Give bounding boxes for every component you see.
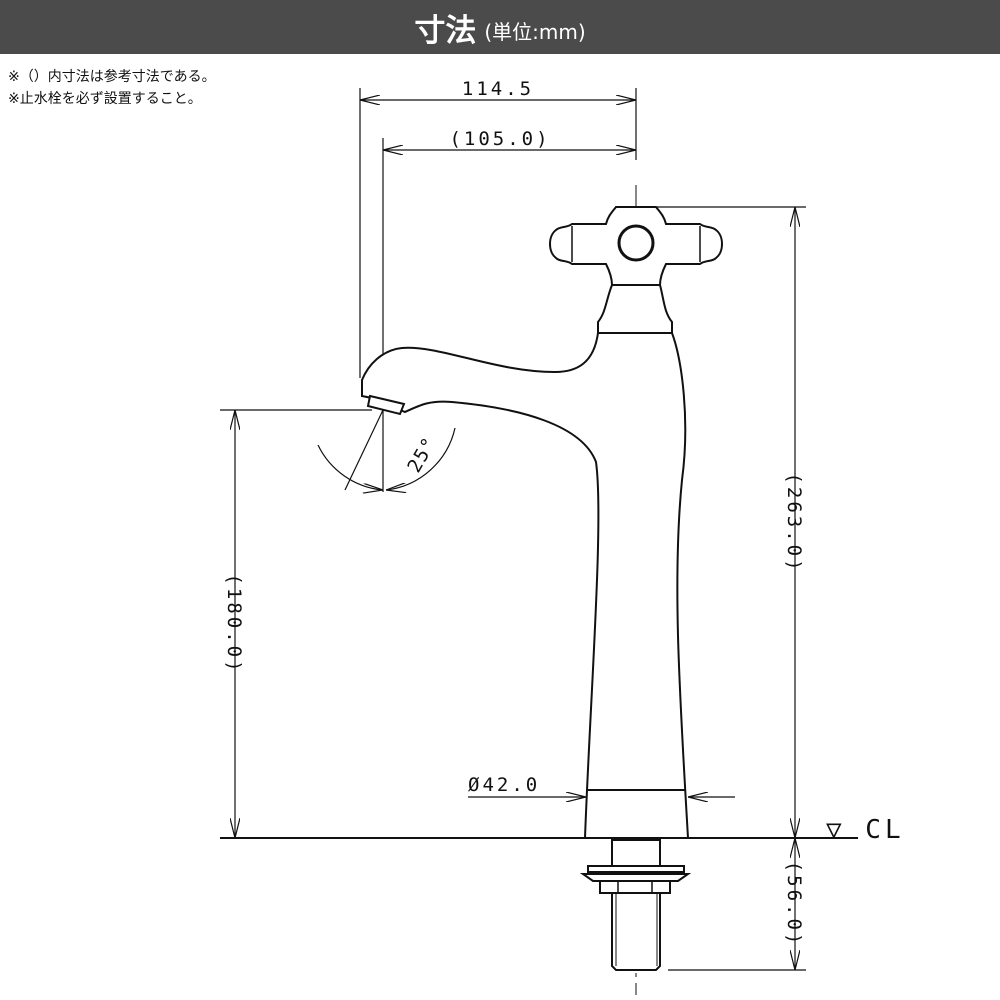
header-bar: 寸法 (単位:mm) bbox=[0, 0, 1000, 54]
collar bbox=[597, 284, 673, 334]
dim-56: (56.0) bbox=[783, 861, 805, 948]
notes: ※（）内寸法は参考寸法である。 ※止水栓を必ず設置すること。 bbox=[8, 66, 216, 110]
dim-180: (180.0) bbox=[223, 573, 245, 674]
dim-diameter: Ø42.0 bbox=[468, 774, 540, 796]
cross-handle bbox=[549, 206, 723, 286]
dim-105: (105.0) bbox=[449, 128, 550, 150]
counter-line-label: ▽ CL bbox=[826, 815, 905, 845]
note-reference-dims: ※（）内寸法は参考寸法である。 bbox=[8, 69, 216, 85]
handle-cap-icon bbox=[617, 224, 655, 262]
extension-lines bbox=[220, 88, 806, 971]
dim-263: (263.0) bbox=[783, 472, 805, 573]
dim-114-5: 114.5 bbox=[462, 78, 534, 100]
faucet-body bbox=[361, 206, 723, 839]
note-stop-valve: ※止水栓を必ず設置すること。 bbox=[8, 91, 202, 107]
unit-label: (単位:mm) bbox=[484, 19, 586, 44]
mounting-shank bbox=[579, 839, 692, 971]
dim-angle: 25° bbox=[403, 433, 441, 476]
angle-dimension bbox=[317, 409, 456, 490]
page-title: 寸法 bbox=[414, 12, 477, 49]
aerator-nozzle bbox=[366, 394, 406, 416]
